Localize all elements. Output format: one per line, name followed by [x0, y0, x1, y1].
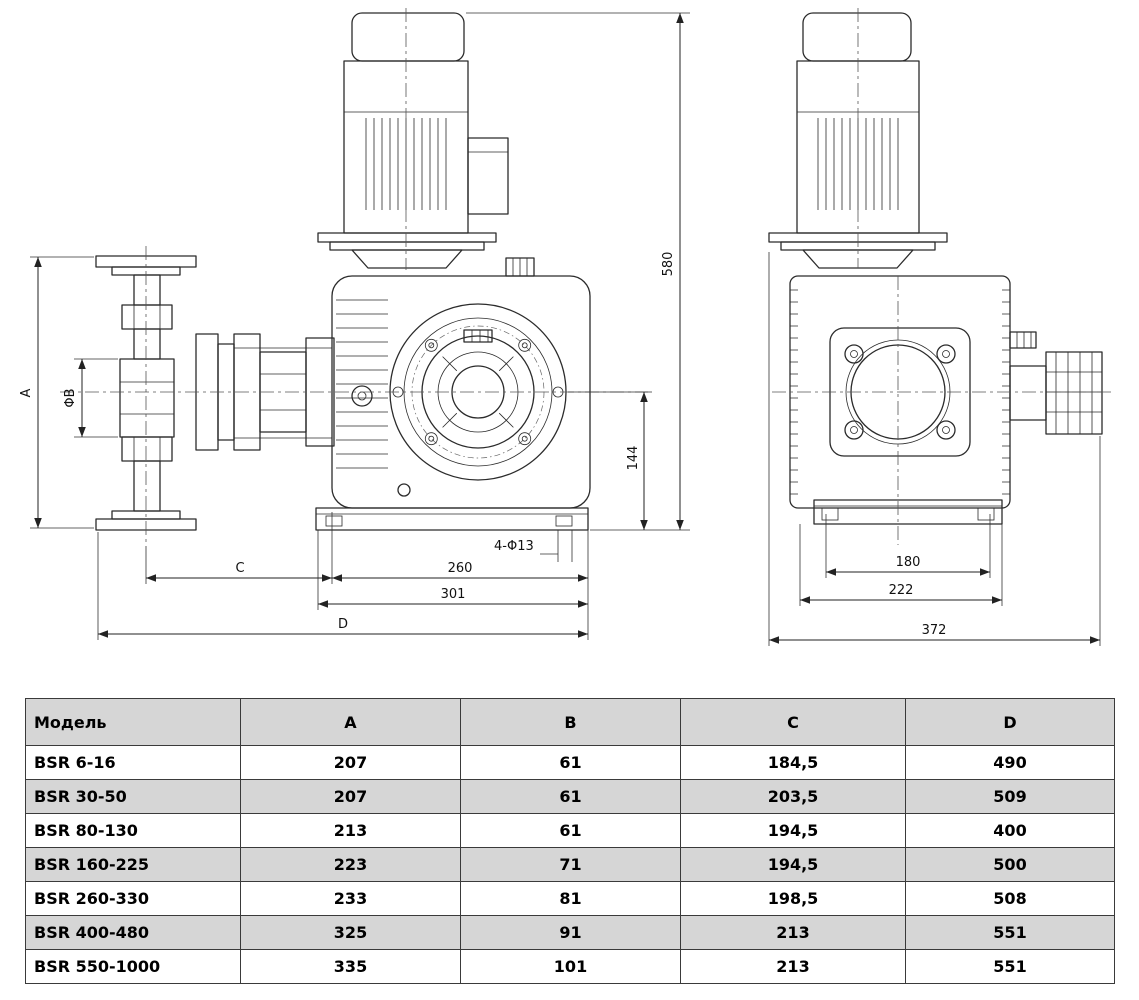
- table-row: BSR 80-130 213 61 194,5 400: [25, 813, 1115, 848]
- cell-a: 233: [240, 881, 461, 916]
- pump-housing-front-icon: [331, 257, 591, 509]
- table-row: BSR 400-480 325 91 213 551: [25, 915, 1115, 950]
- cell-c: 213: [680, 949, 906, 984]
- dim-label-b: ΦB: [63, 388, 78, 407]
- cell-c: 194,5: [680, 847, 906, 882]
- base-side-icon: [813, 499, 1003, 525]
- table-row: BSR 30-50 207 61 203,5 509: [25, 779, 1115, 814]
- cell-b: 61: [460, 813, 681, 848]
- stroke-adjuster-icon: [1009, 351, 1103, 435]
- cell-c: 203,5: [680, 779, 906, 814]
- table-row: BSR 160-225 223 71 194,5 500: [25, 847, 1115, 882]
- technical-drawing: A ΦB 580 144 4-Φ13: [19, 8, 1112, 646]
- dim-label-a: A: [19, 388, 34, 397]
- cell-model: BSR 160-225: [25, 847, 241, 882]
- dim-label-580: 580: [661, 252, 676, 277]
- cell-b: 81: [460, 881, 681, 916]
- cell-a: 207: [240, 745, 461, 780]
- front-centerlines-icon: [60, 8, 648, 546]
- side-view: 180 222 372: [768, 8, 1112, 646]
- dim-label-144: 144: [626, 446, 641, 471]
- table-row: BSR 260-330 233 81 198,5 508: [25, 881, 1115, 916]
- cell-b: 61: [460, 745, 681, 780]
- cell-c: 194,5: [680, 813, 906, 848]
- cell-model: BSR 30-50: [25, 779, 241, 814]
- header-d: D: [905, 698, 1115, 746]
- cell-b: 101: [460, 949, 681, 984]
- cell-d: 490: [905, 745, 1115, 780]
- header-c: C: [680, 698, 906, 746]
- dim-label-372: 372: [922, 623, 947, 638]
- side-view-dimensions: 180 222 372: [768, 252, 1101, 646]
- cell-model: BSR 400-480: [25, 915, 241, 950]
- dim-label-c: C: [235, 561, 244, 576]
- dim-label-222: 222: [889, 583, 914, 598]
- cell-model: BSR 260-330: [25, 881, 241, 916]
- cell-model: BSR 550-1000: [25, 949, 241, 984]
- cell-d: 500: [905, 847, 1115, 882]
- cell-a: 207: [240, 779, 461, 814]
- front-view: A ΦB 580 144 4-Φ13: [19, 8, 690, 640]
- dim-label-holes: 4-Φ13: [494, 539, 534, 554]
- cell-c: 213: [680, 915, 906, 950]
- cell-model: BSR 80-130: [25, 813, 241, 848]
- cell-b: 71: [460, 847, 681, 882]
- dim-label-301: 301: [441, 587, 466, 602]
- base-front-icon: [315, 507, 589, 531]
- cell-a: 335: [240, 949, 461, 984]
- cell-b: 61: [460, 779, 681, 814]
- header-model: Модель: [25, 698, 241, 746]
- side-centerlines-icon: [772, 8, 1112, 545]
- cell-c: 198,5: [680, 881, 906, 916]
- table-row: BSR 550-1000 335 101 213 551: [25, 949, 1115, 984]
- table-row: BSR 6-16 207 61 184,5 490: [25, 745, 1115, 780]
- motor-front-icon: [317, 12, 509, 269]
- cell-d: 400: [905, 813, 1115, 848]
- header-b: B: [460, 698, 681, 746]
- cell-d: 551: [905, 915, 1115, 950]
- cell-b: 91: [460, 915, 681, 950]
- cell-a: 325: [240, 915, 461, 950]
- cell-d: 508: [905, 881, 1115, 916]
- dimensions-table: Модель A B C D BSR 6-16 207 61 184,5 490…: [25, 698, 1115, 984]
- table-header-row: Модель A B C D: [25, 698, 1115, 746]
- cell-c: 184,5: [680, 745, 906, 780]
- dim-label-180: 180: [896, 555, 921, 570]
- cell-d: 551: [905, 949, 1115, 984]
- cell-a: 213: [240, 813, 461, 848]
- dim-label-260: 260: [448, 561, 473, 576]
- cell-model: BSR 6-16: [25, 745, 241, 780]
- header-a: A: [240, 698, 461, 746]
- cell-a: 223: [240, 847, 461, 882]
- cell-d: 509: [905, 779, 1115, 814]
- front-view-dimensions: A ΦB 580 144 4-Φ13: [19, 12, 690, 640]
- dim-label-d: D: [338, 617, 348, 632]
